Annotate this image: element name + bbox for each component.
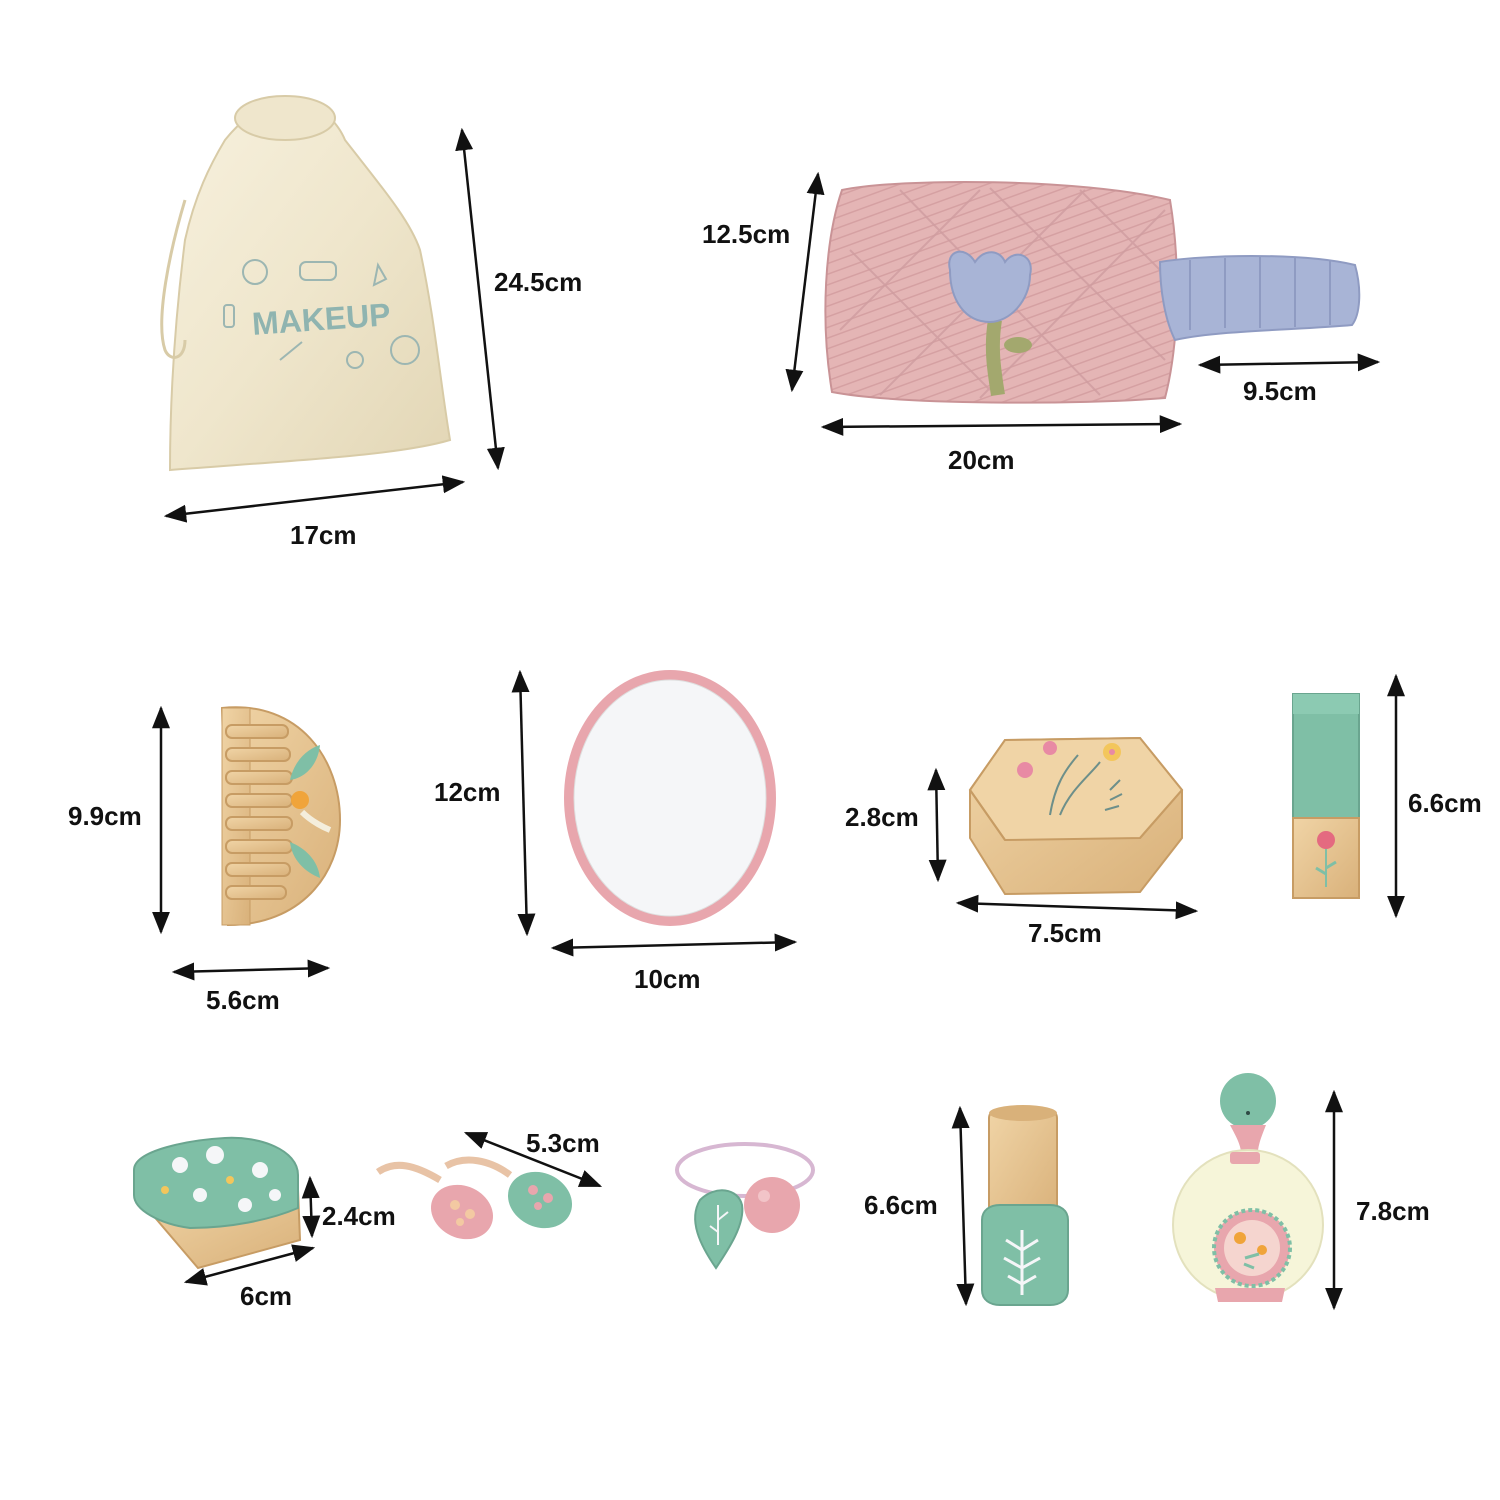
hair-tie [675, 1142, 815, 1270]
nail-polish [981, 1105, 1069, 1306]
hair-clip-pink [430, 1184, 494, 1240]
wooden-comb [220, 706, 342, 927]
mirror-width-label: 10cm [634, 964, 701, 994]
comb-leaf-bottom [290, 842, 320, 878]
pouch-width-label: 20cm [948, 445, 1015, 475]
pouch-height-arrow [785, 171, 825, 393]
polish-leaf-print [1003, 1230, 1041, 1295]
oval-mirror [564, 670, 776, 926]
compact-height-arrow [301, 1175, 321, 1239]
mirror-width-arrow [550, 933, 798, 957]
bag-height-arrow [455, 127, 505, 471]
comb-width-arrow [171, 959, 331, 981]
clips-length-arrow [463, 1131, 603, 1188]
polish-height-arrow [951, 1105, 975, 1307]
box-height-label: 2.8cm [845, 802, 919, 832]
hexagon-box [968, 736, 1184, 896]
compact-width-arrow [183, 1244, 316, 1286]
comb-height-label: 9.9cm [68, 801, 142, 831]
bag-height-label: 24.5cm [494, 267, 582, 297]
perfume-height-label: 7.8cm [1356, 1196, 1430, 1226]
compact-flowers [172, 1146, 281, 1212]
drawstring-bag: MAKEUP [160, 95, 452, 472]
clips-length-label: 5.3cm [526, 1128, 600, 1158]
compact-height-label: 2.4cm [322, 1201, 396, 1231]
box-flowers [1017, 741, 1123, 816]
mirror-height-label: 12cm [434, 777, 501, 807]
comb-leaf-top [290, 745, 320, 780]
box-width-arrow [955, 894, 1199, 920]
strap-length-arrow [1197, 353, 1381, 374]
hair-clips [375, 1156, 573, 1240]
compact-width-label: 6cm [240, 1281, 292, 1311]
pouch-flower-stem [985, 318, 1005, 397]
bag-doodles [223, 259, 420, 369]
pouch-flower [948, 250, 1032, 324]
polish-height-label: 6.6cm [864, 1190, 938, 1220]
lipstick [1292, 693, 1360, 899]
mirror-height-arrow [511, 669, 536, 937]
pouch-height-label: 12.5cm [702, 219, 790, 249]
comb-width-label: 5.6cm [206, 985, 280, 1015]
box-width-label: 7.5cm [1028, 918, 1102, 948]
hair-tie-bead [744, 1177, 800, 1233]
strap-length-label: 9.5cm [1243, 376, 1317, 406]
pouch-width-arrow [820, 415, 1183, 436]
lipstick-flower [1317, 831, 1335, 849]
lipstick-height-label: 6.6cm [1408, 788, 1482, 818]
bag-width-label: 17cm [290, 520, 357, 550]
perfume-cap [1220, 1073, 1276, 1129]
perfume-flower-print [1234, 1232, 1267, 1270]
comb-flower [291, 791, 309, 809]
perfume-bottle [1172, 1073, 1324, 1302]
powder-compact [133, 1136, 302, 1270]
cosmetic-pouch [824, 180, 1361, 404]
bag-width-arrow [163, 475, 466, 523]
box-height-arrow [927, 767, 947, 883]
